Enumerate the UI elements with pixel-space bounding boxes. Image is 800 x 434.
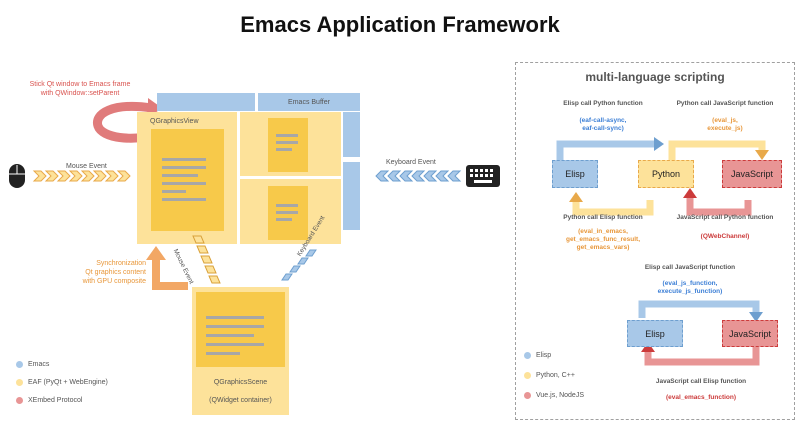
doc-line <box>206 343 264 346</box>
doc-line <box>276 148 292 151</box>
lang-box-python: Python <box>638 160 694 188</box>
legend-eaf-dot <box>16 379 23 386</box>
keyboard-event-arrow <box>375 170 462 182</box>
legend-emacs-dot <box>16 361 23 368</box>
doc-line <box>162 174 198 177</box>
doc-line <box>276 204 298 207</box>
mouse-event-diag-arrow <box>192 235 221 284</box>
python-call-js-fns: (eval_js, execute_js) <box>707 117 743 132</box>
sync-arrow <box>146 246 188 290</box>
qgraphicsview-label: QGraphicsView <box>150 118 199 125</box>
emacs-buffer-label: Emacs Buffer <box>288 99 330 106</box>
emacs-frame-top-left <box>157 93 255 111</box>
mouse-event-arrow <box>32 170 131 182</box>
legend-python-dot <box>524 372 531 379</box>
legend-elisp-label: Elisp <box>536 352 552 359</box>
js-call-elisp-label: JavaScript call Elisp function <box>655 378 747 385</box>
emacs-frame-right-bottom <box>343 162 360 230</box>
stick-window-label: Stick Qt window to Emacs frame with QWin… <box>29 81 131 97</box>
bottom-row-arrows <box>638 300 763 366</box>
doc-line <box>206 325 264 328</box>
doc-line <box>162 166 206 169</box>
diagram-title: Emacs Application Framework <box>240 12 560 37</box>
doc-line <box>276 218 292 221</box>
qgraphicsview-document <box>151 129 224 231</box>
doc-line <box>162 158 206 161</box>
window-top-document <box>268 118 308 172</box>
doc-line <box>206 316 264 319</box>
lang-box-elisp: Elisp <box>552 160 598 188</box>
legend-eaf-label: EAF (PyQt + WebEngine) <box>28 379 108 386</box>
lang-box-elisp-2: Elisp <box>627 320 683 347</box>
doc-line <box>276 211 298 214</box>
emacs-buffer-header <box>258 93 360 111</box>
legend-emacs-label: Emacs <box>28 361 50 368</box>
lang-box-javascript: JavaScript <box>722 160 782 188</box>
qgraphicsscene-document <box>196 292 285 367</box>
mouse-event-label: Mouse Event <box>66 163 107 170</box>
doc-line <box>276 141 298 144</box>
keyboard-icon <box>466 165 500 187</box>
js-call-python-label: JavaScript call Python function <box>676 214 774 221</box>
legend-xembed-dot <box>16 397 23 404</box>
doc-line <box>276 134 298 137</box>
emacs-frame-right-top <box>343 112 360 157</box>
qgraphicsscene-label: QGraphicsScene <box>213 379 268 386</box>
doc-line <box>162 190 186 193</box>
elisp-call-python-fns: (eaf-call-async, eaf-call-sync) <box>579 117 627 132</box>
legend-vue-label: Vue.js, NodeJS <box>536 392 584 399</box>
doc-line <box>206 334 254 337</box>
keyboard-event-diag-arrow <box>281 249 317 281</box>
doc-line <box>162 198 206 201</box>
qwidget-container-label: (QWidget container) <box>209 397 272 404</box>
python-call-elisp-fns: (eval_in_emacs, get_emacs_func_result, g… <box>565 228 641 251</box>
js-call-elisp-fns: (eval_emacs_function) <box>665 394 737 401</box>
js-call-python-fns: (QWebChannel) <box>700 233 750 240</box>
legend-vue-dot <box>524 392 531 399</box>
legend-elisp-dot <box>524 352 531 359</box>
python-call-js-label: Python call JavaScript function <box>676 100 774 107</box>
multi-language-panel <box>515 62 795 420</box>
doc-line <box>206 352 240 355</box>
legend-python-label: Python, C++ <box>536 372 575 379</box>
lang-box-javascript-2: JavaScript <box>722 320 778 347</box>
python-call-elisp-label: Python call Elisp function <box>563 214 643 221</box>
doc-line <box>162 182 206 185</box>
scripting-heading: multi-language scripting <box>585 70 725 84</box>
elisp-call-js-fns: (eval_js_function, execute_js_function) <box>657 280 723 295</box>
top-row-arrows <box>556 137 769 216</box>
elisp-call-js-label: Elisp call JavaScript function <box>644 264 736 271</box>
keyboard-event-label: Keyboard Event <box>386 159 436 166</box>
mouse-icon <box>9 164 25 188</box>
legend-xembed-label: XEmbed Protocol <box>28 397 83 404</box>
sync-label: Synchronization Qt graphics content with… <box>82 260 146 285</box>
elisp-call-python-label: Elisp call Python function <box>563 100 643 107</box>
